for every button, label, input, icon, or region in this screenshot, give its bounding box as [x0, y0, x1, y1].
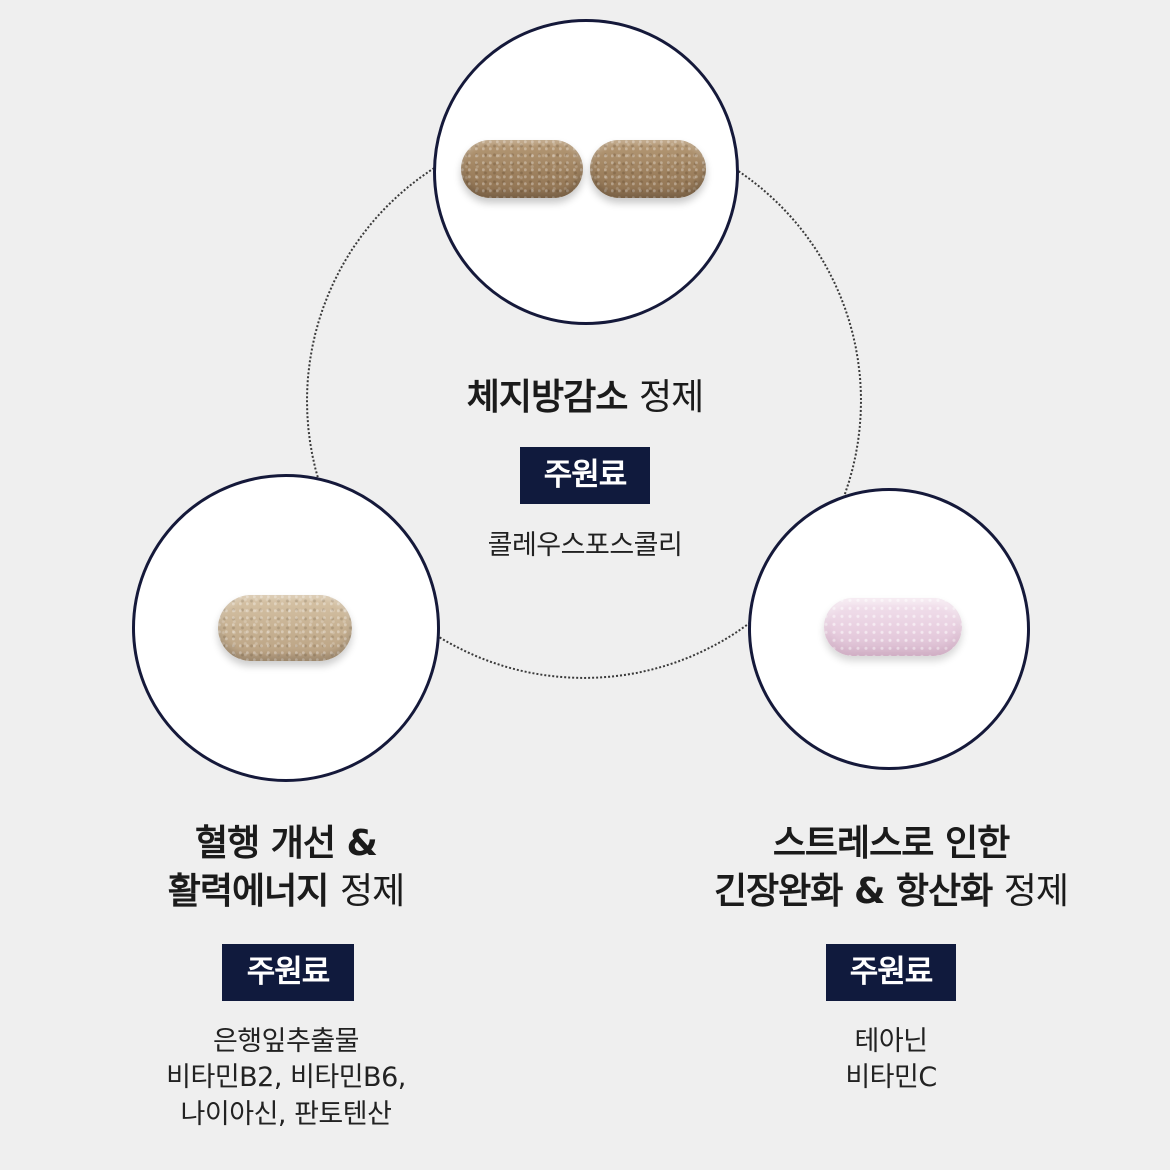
- tablet-image: [590, 140, 706, 198]
- left-main-ingredient-badge: 주원료: [222, 944, 354, 1001]
- ingredient-line: 테아닌: [854, 1026, 928, 1057]
- right-title-line-2: 긴장완화 & 항산화 정제: [691, 868, 1091, 916]
- right-title-bold: 긴장완화 & 항산화: [713, 870, 993, 912]
- left-title-normal: 정제: [339, 870, 405, 912]
- ingredient-line: 비타민C: [845, 1062, 937, 1094]
- left-title-line-1: 혈행 개선 &: [195, 823, 378, 864]
- tablet-image: [461, 140, 583, 198]
- left-ingredients: 은행잎추출물 비타민B2, 비타민B6, 나이아신, 판토텐산: [96, 1024, 476, 1133]
- tablet-image: [218, 595, 352, 661]
- ingredient-line: 콜레우스포스콜리: [487, 530, 683, 561]
- top-title-bold: 체지방감소: [466, 377, 629, 418]
- right-title-normal: 정제: [1003, 870, 1069, 912]
- ingredient-line: 나이아신, 판토텐산: [180, 1098, 392, 1130]
- left-title-bold: 활력에너지: [167, 870, 330, 912]
- top-ingredients: 콜레우스포스콜리: [385, 528, 785, 564]
- right-title-line-1: 스트레스로 인한: [772, 823, 1010, 864]
- ingredient-line: 비타민B2, 비타민B6,: [166, 1062, 406, 1094]
- ingredient-line: 은행잎추출물: [212, 1026, 360, 1057]
- right-main-ingredient-badge: 주원료: [826, 944, 956, 1001]
- left-title: 혈행 개선 & 활력에너지 정제: [96, 820, 476, 915]
- left-title-line-2: 활력에너지 정제: [96, 868, 476, 916]
- top-main-ingredient-badge: 주원료: [520, 447, 650, 504]
- right-title: 스트레스로 인한 긴장완화 & 항산화 정제: [691, 820, 1091, 915]
- top-title-normal: 정제: [638, 377, 704, 418]
- tablet-image: [824, 598, 962, 656]
- top-title: 체지방감소 정제: [385, 374, 785, 422]
- right-ingredients: 테아닌 비타민C: [691, 1024, 1091, 1097]
